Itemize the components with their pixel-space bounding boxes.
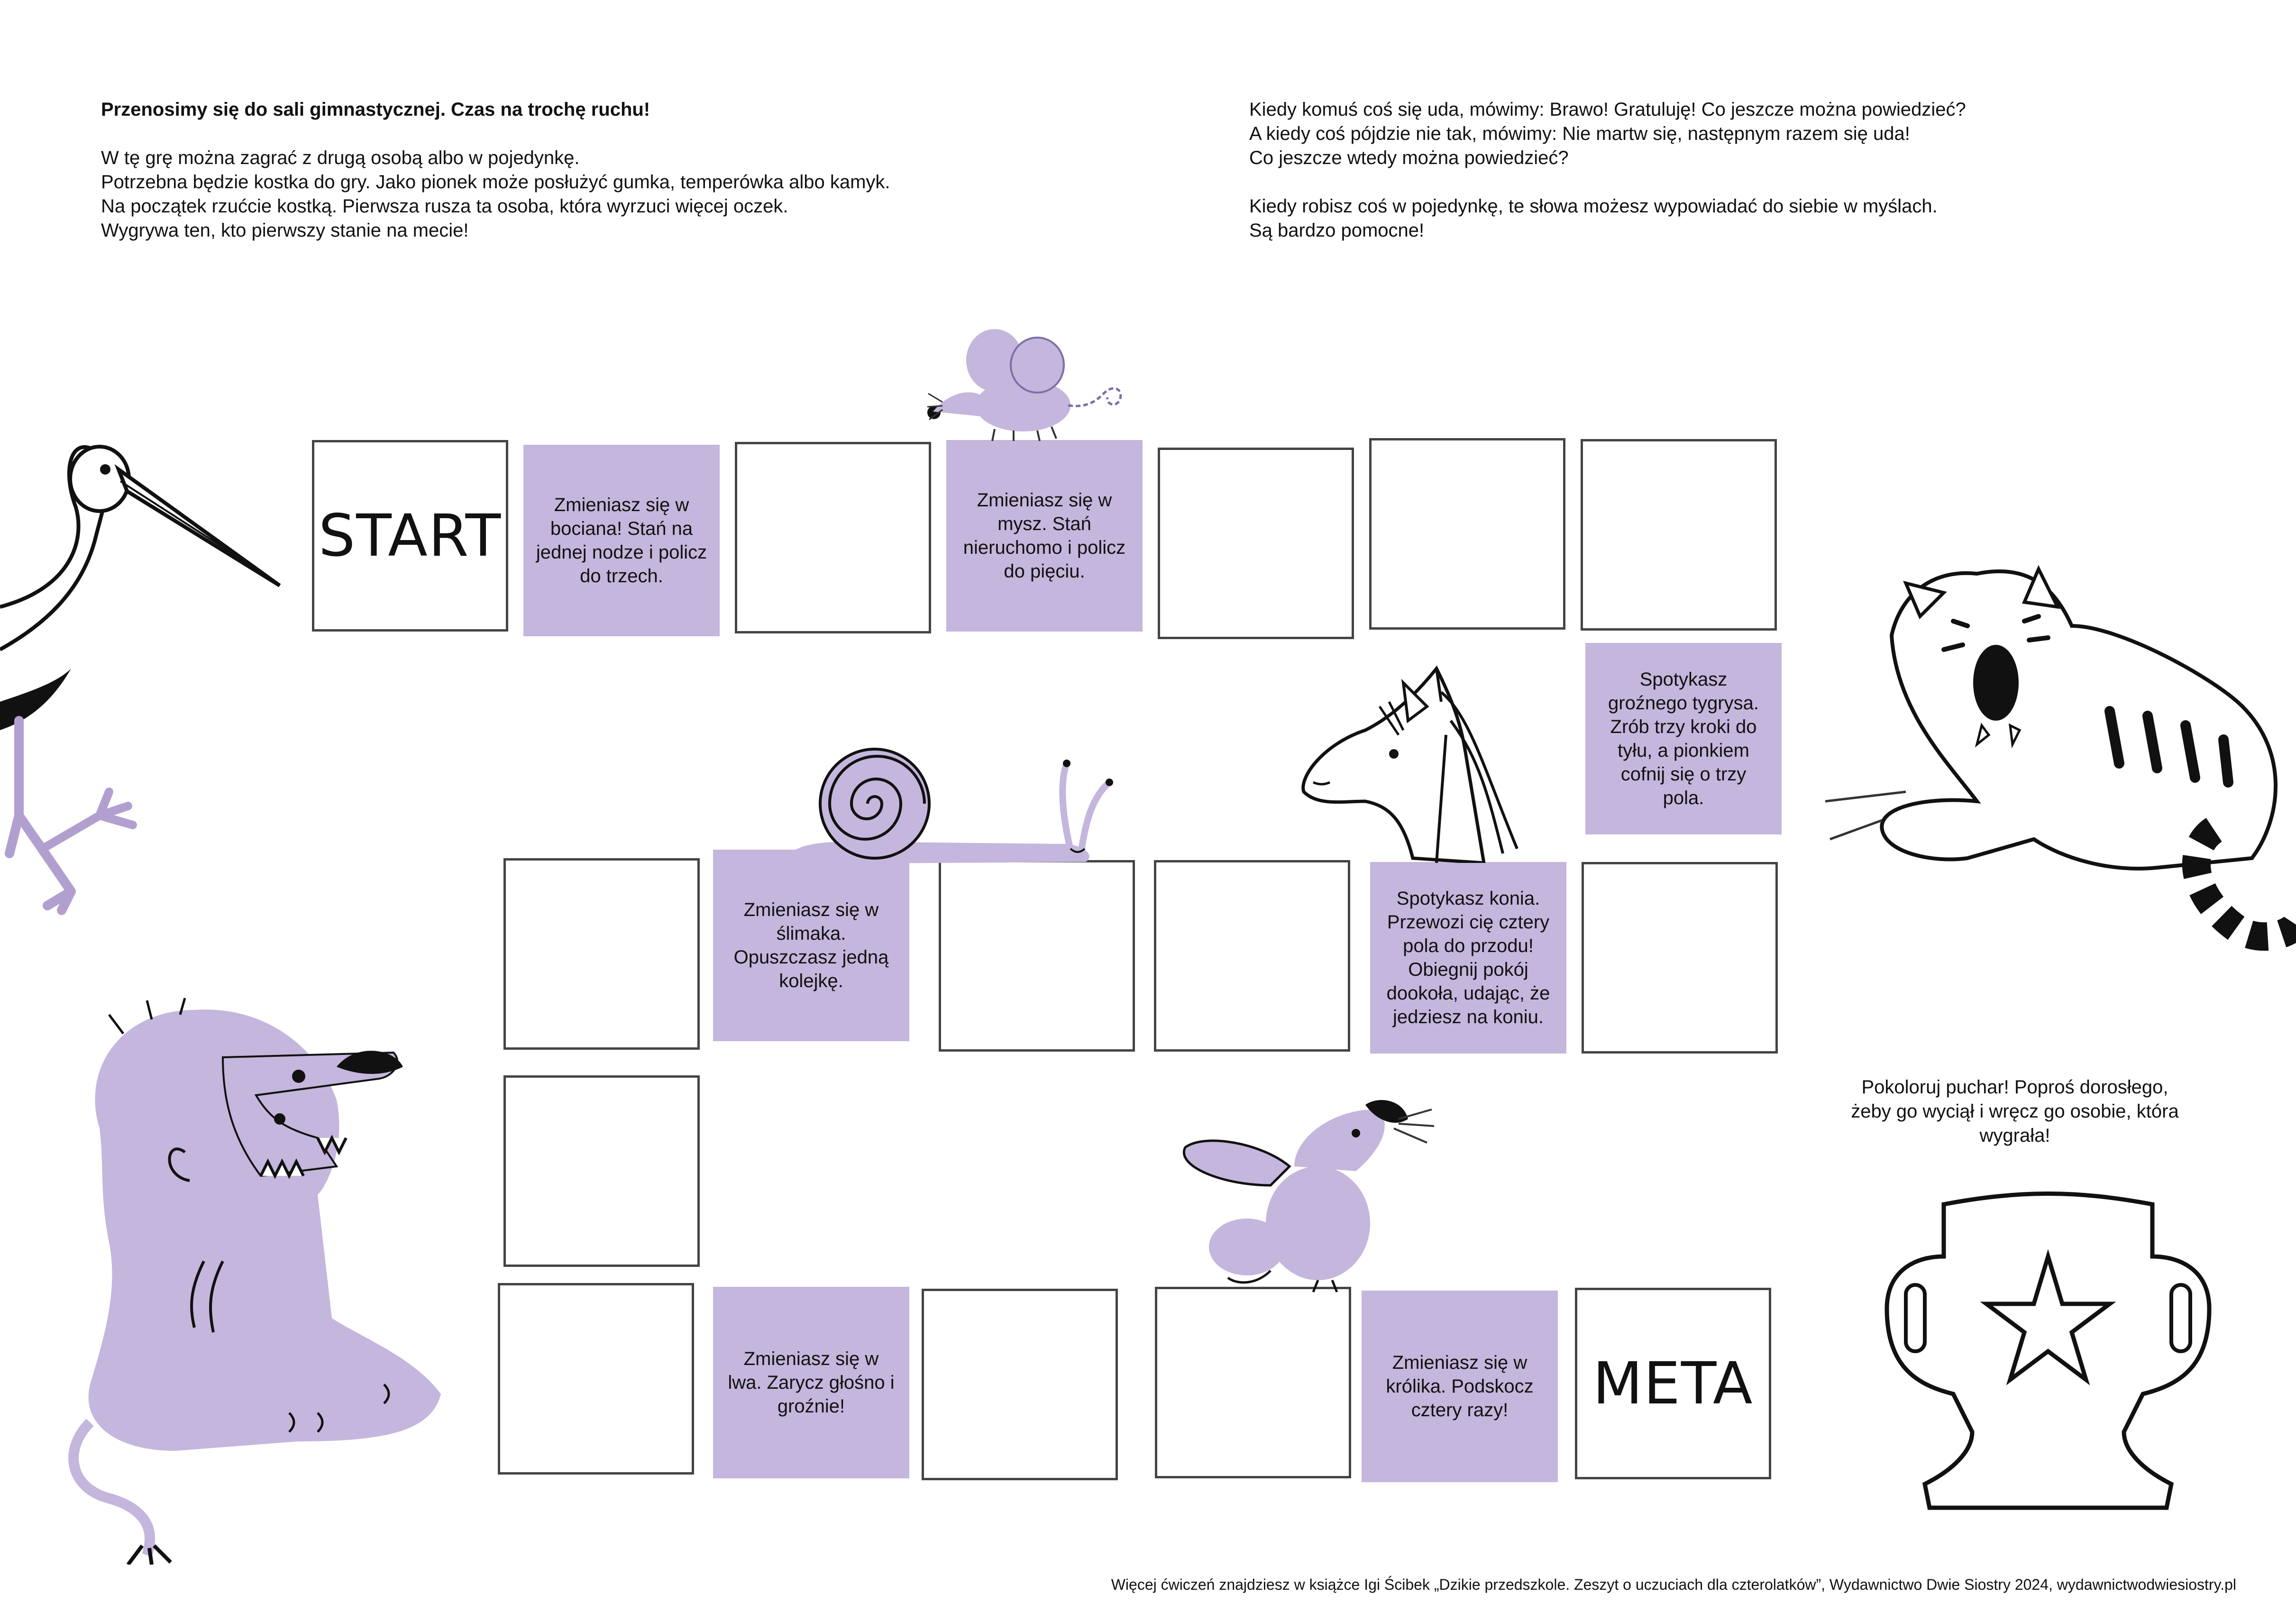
board-square[interactable] xyxy=(922,1289,1118,1480)
tiger-illustration xyxy=(1825,565,2296,951)
intro-line: Wygrywa ten, kto pierwszy stanie na meci… xyxy=(101,220,469,241)
intro-line: Co jeszcze wtedy można powiedzieć? xyxy=(1249,147,1569,168)
board-square-start[interactable]: START xyxy=(312,440,508,632)
board-square[interactable] xyxy=(1369,438,1565,630)
square-text: Zmieniasz się w bociana! Stań na jednej … xyxy=(536,495,707,587)
intro-left: Przenosimy się do sali gimnastycznej. Cz… xyxy=(101,98,1191,243)
trophy-cutout xyxy=(1884,1191,2212,1510)
board-square[interactable] xyxy=(498,1283,694,1475)
snail-illustration xyxy=(787,748,1113,864)
intro-line: Kiedy robisz coś w pojedynkę, te słowa m… xyxy=(1249,196,1938,217)
board-square-horse[interactable]: Spotykasz konia. Przewozi cię cztery pol… xyxy=(1370,862,1566,1054)
board-square[interactable] xyxy=(503,1075,700,1267)
intro-title: Przenosimy się do sali gimnastycznej. Cz… xyxy=(101,99,650,120)
board-square[interactable] xyxy=(503,858,700,1050)
footer-credit: Więcej ćwiczeń znajdziesz w książce Igi … xyxy=(1111,1576,2236,1593)
stork-illustration xyxy=(0,445,281,915)
board-square[interactable] xyxy=(735,442,931,633)
board-square[interactable] xyxy=(939,860,1135,1052)
intro-line: W tę grę można zagrać z drugą osobą albo… xyxy=(101,147,580,168)
intro-line: A kiedy coś pójdzie nie tak, mówimy: Nie… xyxy=(1249,123,1910,144)
board-square-rabbit[interactable]: Zmieniasz się w królika. Podskocz cztery… xyxy=(1362,1291,1558,1482)
board-square-snail[interactable]: Zmieniasz się w ślimaka. Opuszczasz jedn… xyxy=(713,850,909,1041)
trophy-note: Pokoloruj puchar! Poproś dorosłego, żeby… xyxy=(1851,1077,2179,1146)
meta-label: META xyxy=(1592,1350,1754,1417)
start-label: START xyxy=(318,502,502,569)
intro-right: Kiedy komuś coś się uda, mówimy: Brawo! … xyxy=(1249,98,2197,243)
square-text: Spotykasz groźnego tygrysa. Zrób trzy kr… xyxy=(1608,669,1759,808)
board-square[interactable] xyxy=(1154,860,1350,1052)
square-text: Spotykasz konia. Przewozi cię cztery pol… xyxy=(1386,888,1550,1027)
board-square-stork[interactable]: Zmieniasz się w bociana! Stań na jednej … xyxy=(523,445,720,636)
square-text: Zmieniasz się w mysz. Stań nieruchomo i … xyxy=(963,490,1126,582)
intro-line: Potrzebna będzie kostka do gry. Jako pio… xyxy=(101,172,890,192)
board-square-mouse[interactable]: Zmieniasz się w mysz. Stań nieruchomo i … xyxy=(946,440,1143,632)
board-square[interactable] xyxy=(1582,862,1778,1054)
board-square-lion[interactable]: Zmieniasz się w lwa. Zarycz głośno i gro… xyxy=(713,1287,909,1478)
board-square[interactable] xyxy=(1581,439,1777,631)
board-square[interactable] xyxy=(1158,448,1354,639)
lion-illustration xyxy=(68,998,441,1565)
board-square-meta[interactable]: META xyxy=(1575,1288,1771,1479)
square-text: Zmieniasz się w ślimaka. Opuszczasz jedn… xyxy=(733,899,889,991)
square-text: Zmieniasz się w lwa. Zarycz głośno i gro… xyxy=(728,1348,895,1417)
mouse-illustration xyxy=(927,329,1122,441)
rabbit-illustration xyxy=(1183,1100,1435,1292)
intro-line: Na początek rzućcie kostką. Pierwsza rus… xyxy=(101,196,788,217)
board-square-tiger[interactable]: Spotykasz groźnego tygrysa. Zrób trzy kr… xyxy=(1585,643,1782,834)
square-text: Zmieniasz się w królika. Podskocz cztery… xyxy=(1386,1352,1534,1421)
board-square[interactable] xyxy=(1155,1287,1351,1478)
horse-illustration xyxy=(1301,665,1518,863)
star-icon xyxy=(1980,1249,2116,1385)
intro-line: Są bardzo pomocne! xyxy=(1249,220,1425,241)
intro-line: Kiedy komuś coś się uda, mówimy: Brawo! … xyxy=(1249,99,1966,120)
